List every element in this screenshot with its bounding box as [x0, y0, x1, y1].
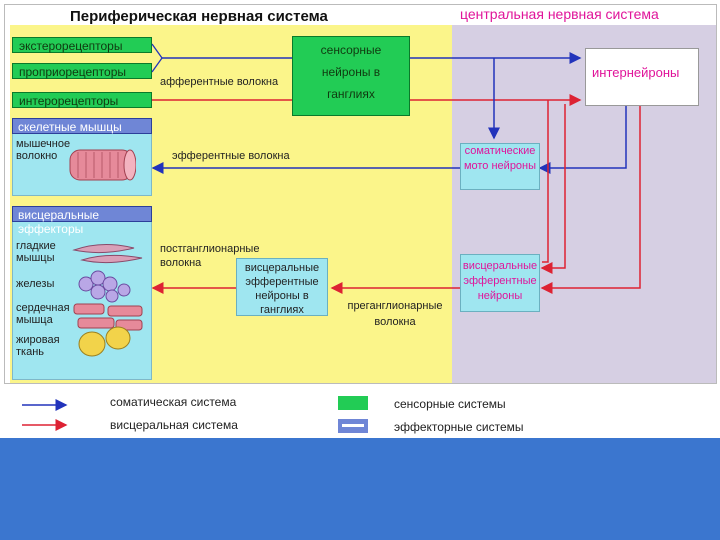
cardiac-muscle-icon [73, 303, 143, 331]
muscle-fiber-label: мышечное волокно [16, 138, 71, 162]
smooth-muscle-label: гладкие мышцы [16, 240, 56, 264]
sensory-neurons-box: сенсорные нейроны в ганглиях [292, 36, 410, 116]
adipose-tissue-label: жировая ткань [16, 334, 60, 358]
bottom-band [0, 438, 720, 540]
preganglionic-label: преганглионарные волокна [347, 300, 443, 328]
legend-visceral-label: висцеральная система [110, 418, 238, 432]
gland-icon [78, 270, 131, 303]
legend-sensory-swatch [338, 396, 368, 410]
interneuron-to-visceral [540, 106, 641, 294]
red-to-visceral-cns [540, 104, 566, 274]
interneurons-box: интернейроны [585, 48, 699, 106]
efferent-fibers-label: эфферентные волокна [172, 150, 290, 162]
central-title: центральная нервная система [460, 6, 659, 22]
interoceptors-box: интерорецепторы [12, 92, 152, 108]
exteroceptors-box: экстерорецепторы [12, 37, 152, 53]
visceral-ganglia-box: висцеральные эфферентные нейроны в гангл… [236, 258, 328, 316]
postganglionic-label: постганглионарные волокна [160, 243, 260, 269]
afferent-fibers-label: афферентные волокна [160, 76, 279, 88]
visceral-effectors-title: висцеральные эффекторы [12, 206, 152, 236]
peripheral-title: Периферическая нервная система [70, 8, 328, 25]
somatic-motor-box: соматические мото нейроны [460, 143, 540, 190]
glands-label: железы [16, 278, 55, 290]
legend-effector-stripe [342, 424, 364, 427]
cardiac-muscle-label: сердечная мышца [16, 302, 70, 326]
diagram-frame [4, 4, 717, 384]
muscle-fiber-icon [69, 149, 136, 181]
legend-sensory-label: сенсорные системы [394, 397, 506, 411]
smooth-muscle-icon [72, 244, 143, 264]
proprioceptors-box: проприорецепторы [12, 63, 152, 79]
visceral-cns-box: висцеральные эфферентные нейроны [460, 254, 540, 312]
interneuron-to-somatic [538, 106, 627, 174]
visceral-effector-icons [72, 244, 143, 357]
skeletal-title: скелетные мышцы [12, 118, 152, 134]
legend-somatic-label: соматическая система [110, 395, 237, 409]
adipose-icon [78, 326, 131, 357]
legend-effector-swatch [338, 419, 368, 433]
receptor-brace [151, 43, 163, 73]
legend-effector-label: эффекторные системы [394, 420, 524, 434]
red-down-left [542, 100, 549, 263]
